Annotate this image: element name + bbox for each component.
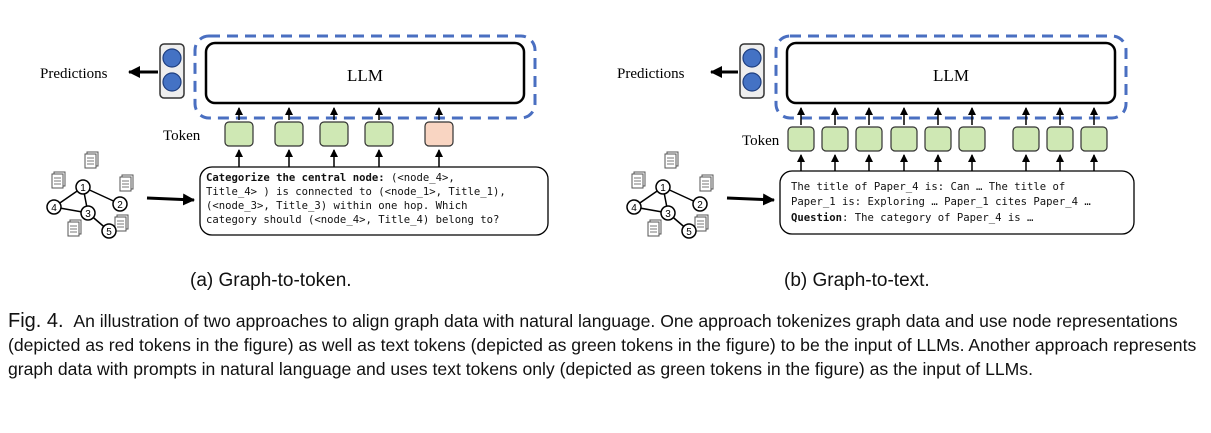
llm-label: LLM xyxy=(347,66,383,85)
prediction-output-circle xyxy=(742,48,762,68)
svg-text:5: 5 xyxy=(686,227,692,238)
figure-caption: Fig. 4. An illustration of two approache… xyxy=(8,309,1203,381)
token-green xyxy=(364,107,394,168)
document-icon xyxy=(51,171,66,189)
token-green xyxy=(787,107,815,172)
token-label: Token xyxy=(163,128,201,144)
graph-node: 4 xyxy=(46,199,62,215)
token-green xyxy=(224,107,254,168)
graph-to-prompt-arrow xyxy=(146,193,195,206)
token-green xyxy=(1012,107,1040,172)
graph-node: 5 xyxy=(101,223,117,239)
prediction-output-circle xyxy=(742,72,762,92)
document-icon xyxy=(67,219,82,237)
document-icon xyxy=(114,214,129,232)
token-green xyxy=(890,107,918,172)
token-green xyxy=(319,107,349,168)
llm-dashed-frame xyxy=(193,34,537,120)
svg-text:1: 1 xyxy=(80,183,86,194)
token-red-node xyxy=(424,107,454,168)
prompt-box xyxy=(779,170,1135,235)
graph-node: 2 xyxy=(692,196,708,212)
svg-text:4: 4 xyxy=(51,203,57,214)
llm-dashed-frame xyxy=(774,34,1128,120)
panel-a: LLM Predictions Token Categorize the cen… xyxy=(40,34,549,239)
graph-to-prompt-arrow xyxy=(726,193,775,206)
caption-label: Fig. 4. xyxy=(8,310,64,332)
svg-text:2: 2 xyxy=(117,200,123,211)
llm-label: LLM xyxy=(933,66,969,85)
graph-node: 1 xyxy=(655,179,671,195)
token-green xyxy=(821,107,849,172)
svg-text:4: 4 xyxy=(631,203,637,214)
svg-text:3: 3 xyxy=(85,209,91,220)
document-icon xyxy=(664,151,679,169)
panel-b: LLM Predictions Token The title of Paper… xyxy=(617,34,1135,239)
prompt-text: The title of Paper_4 is: Can … The title… xyxy=(791,181,1097,224)
prediction-output-circle xyxy=(162,72,182,92)
token-label: Token xyxy=(742,133,780,149)
graph-node: 1 xyxy=(75,179,91,195)
token-green xyxy=(958,107,986,172)
token-row xyxy=(224,107,454,168)
svg-text:5: 5 xyxy=(106,227,112,238)
prediction-output-circle xyxy=(162,48,182,68)
llm-box xyxy=(785,41,1117,105)
token-row xyxy=(787,107,1108,172)
graph-node: 3 xyxy=(660,205,676,221)
token-green xyxy=(274,107,304,168)
document-icon xyxy=(699,174,714,192)
prompt-box xyxy=(199,166,549,236)
document-icon xyxy=(119,174,134,192)
svg-text:2: 2 xyxy=(697,200,703,211)
predictions-label: Predictions xyxy=(617,66,685,82)
graph-illustration: 1 2 3 4 5 xyxy=(626,151,714,239)
llm-box xyxy=(204,41,526,105)
prompt-text: Categorize the central node: (<node_4>, … xyxy=(206,172,512,226)
graph-node: 5 xyxy=(681,223,697,239)
document-icon xyxy=(84,151,99,169)
predictions-label: Predictions xyxy=(40,66,108,82)
subcaption-b: (b) Graph-to-text. xyxy=(784,270,930,291)
graph-node: 2 xyxy=(112,196,128,212)
figure-canvas: LLM Predictions Token Categorize the cen… xyxy=(40,34,1135,239)
graph-node: 4 xyxy=(626,199,642,215)
svg-text:1: 1 xyxy=(660,183,666,194)
token-green xyxy=(1080,107,1108,172)
document-icon xyxy=(631,171,646,189)
svg-text:3: 3 xyxy=(665,209,671,220)
token-green xyxy=(924,107,952,172)
document-icon xyxy=(647,219,662,237)
subcaption-a: (a) Graph-to-token. xyxy=(190,270,352,291)
graph-illustration: 1 2 3 4 5 xyxy=(46,151,134,239)
graph-node: 3 xyxy=(80,205,96,221)
caption-text: An illustration of two approaches to ali… xyxy=(8,311,1197,379)
document-icon xyxy=(694,214,709,232)
token-green xyxy=(1046,107,1074,172)
token-green xyxy=(855,107,883,172)
